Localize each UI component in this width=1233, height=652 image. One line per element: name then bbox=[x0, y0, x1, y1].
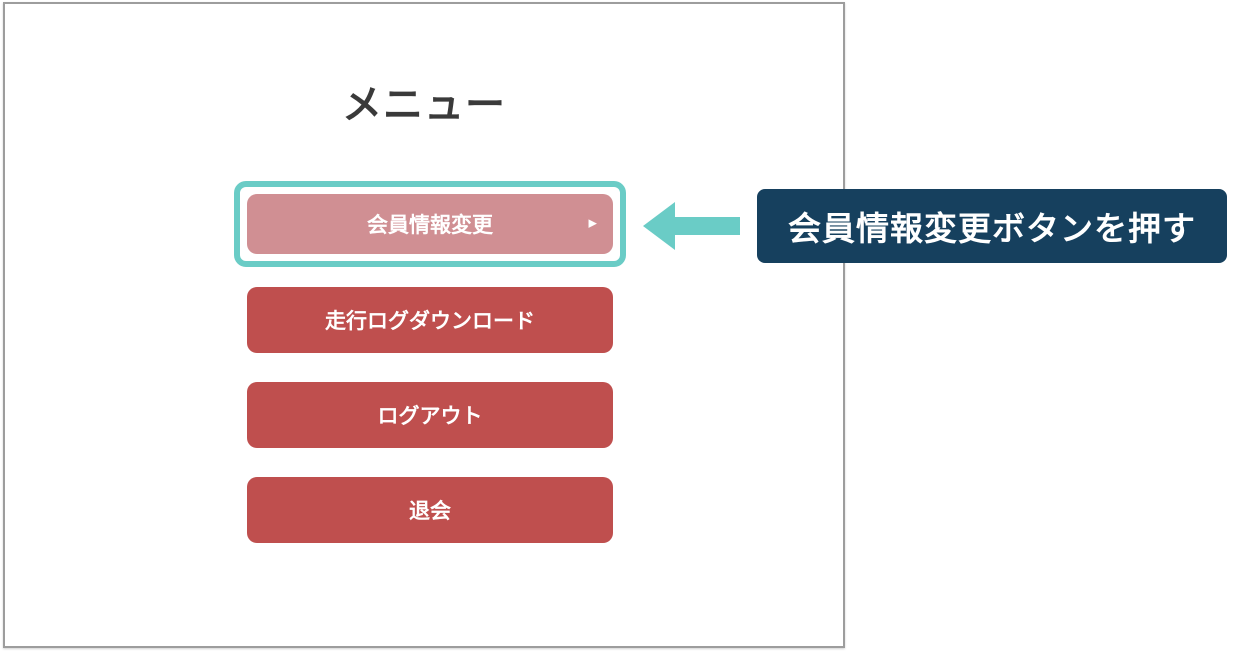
driving-log-download-label: 走行ログダウンロード bbox=[325, 310, 535, 333]
page-title: メニュー bbox=[342, 83, 506, 127]
withdraw-button[interactable]: 退会 bbox=[247, 477, 613, 543]
logout-button[interactable]: ログアウト bbox=[247, 382, 613, 448]
driving-log-download-button[interactable]: 走行ログダウンロード bbox=[247, 287, 613, 353]
withdraw-label: 退会 bbox=[409, 500, 451, 523]
menu-panel: メニュー 会員情報変更 ▶ 走行ログダウンロード ログアウト 退会 bbox=[3, 2, 845, 648]
arrow-left-icon bbox=[643, 202, 740, 250]
highlight-box: 会員情報変更 ▶ bbox=[234, 181, 626, 267]
member-info-change-button[interactable]: 会員情報変更 ▶ bbox=[247, 194, 613, 254]
annotation-callout: 会員情報変更ボタンを押す bbox=[757, 189, 1227, 263]
member-info-change-label: 会員情報変更 bbox=[367, 214, 493, 237]
chevron-right-icon: ▶ bbox=[588, 217, 597, 230]
logout-label: ログアウト bbox=[377, 405, 483, 428]
